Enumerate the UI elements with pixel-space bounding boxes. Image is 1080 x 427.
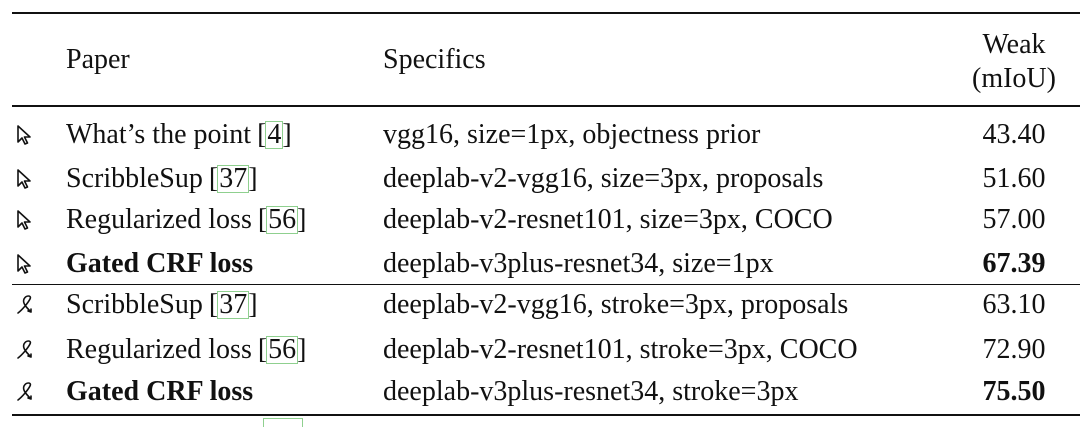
paper-title: Gated CRF loss [66,248,254,279]
specifics-cell: deeplab-v3plus-resnet34, stroke=3px [383,376,799,407]
header-rule [12,105,1080,107]
table-top-rule [12,12,1080,14]
header-weak-line2: (mIoU) [972,63,1056,94]
pointer-icon [14,164,38,194]
pointer-icon [14,249,38,279]
specifics-cell: deeplab-v2-vgg16, stroke=3px, proposals [383,289,849,320]
citation-link[interactable]: 56 [266,204,299,235]
paper-title: ScribbleSup [66,289,203,320]
citation: [56] [257,334,307,365]
paper-title: ScribbleSup [66,163,203,194]
citation-link[interactable]: 4 [265,119,284,150]
weak-miou-cell: 63.10 [982,289,1046,320]
weak-miou-cell: 43.40 [982,119,1046,150]
paper-name: What’s the point[4] [66,120,292,150]
paper-name: Gated CRF loss [66,377,253,407]
scribble-icon [14,377,38,407]
paper-name: Regularized loss[56] [66,335,307,365]
header-specifics: Specifics [383,44,486,75]
scribble-icon [14,335,38,365]
citation: [37] [208,289,258,320]
citation-link[interactable]: 37 [217,163,250,194]
citation: [56] [257,204,307,235]
header-weak-line1: Weak [982,29,1046,60]
citation: [37] [208,163,258,194]
citation-link[interactable]: 37 [217,289,250,320]
scribble-icon [14,290,38,320]
header-paper: Paper [66,44,130,75]
citation: [4] [257,119,292,150]
specifics-cell: deeplab-v2-resnet101, stroke=3px, COCO [383,334,858,365]
paper-title: Regularized loss [66,204,252,235]
paper-title: Gated CRF loss [66,376,254,407]
pointer-icon [14,205,38,235]
weak-miou-cell: 51.60 [982,163,1046,194]
table-bottom-rule [12,414,1080,416]
weak-miou-cell: 67.39 [982,248,1046,279]
paper-name: Regularized loss[56] [66,205,307,235]
header-weak: Weak (mIoU) [960,28,1068,96]
specifics-cell: vgg16, size=1px, objectness prior [383,119,761,150]
paper-name: Gated CRF loss [66,249,253,279]
weak-miou-cell: 72.90 [982,334,1046,365]
citation-link[interactable]: 56 [266,334,299,365]
paper-title: Regularized loss [66,334,252,365]
group-separator-rule [12,284,1080,286]
specifics-cell: deeplab-v3plus-resnet34, size=1px [383,248,774,279]
specifics-cell: deeplab-v2-resnet101, size=3px, COCO [383,204,833,235]
paper-name: ScribbleSup[37] [66,290,258,320]
weak-miou-cell: 75.50 [982,376,1046,407]
weak-miou-cell: 57.00 [982,204,1046,235]
pointer-icon [14,120,38,150]
paper-title: What’s the point [66,119,252,150]
specifics-cell: deeplab-v2-vgg16, size=3px, proposals [383,163,824,194]
paper-name: ScribbleSup[37] [66,164,258,194]
